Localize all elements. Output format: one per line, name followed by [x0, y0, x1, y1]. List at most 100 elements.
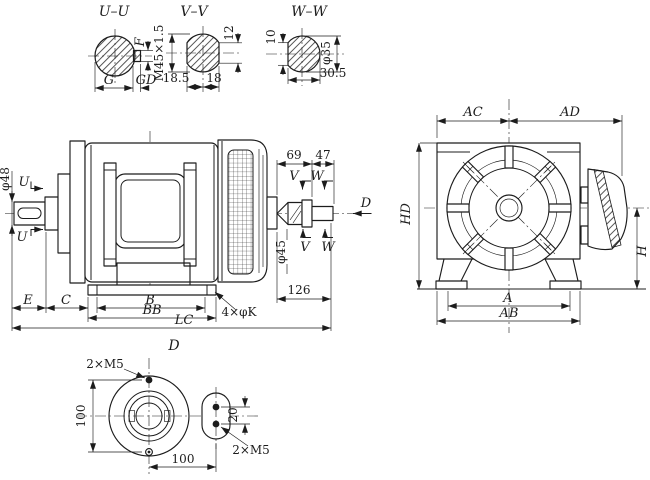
- label-w-upper: W: [310, 169, 325, 184]
- label-g: G: [104, 73, 114, 88]
- rear-shaft: [266, 196, 334, 230]
- cutting-plane-u: U U: [17, 175, 43, 245]
- dim-h: H: [634, 208, 650, 289]
- label-hd: HD: [399, 203, 414, 226]
- balance-marks: [466, 165, 552, 251]
- dim-18-5-and-18: 18.5 18: [163, 66, 222, 92]
- label-w-lower: W: [321, 240, 336, 255]
- dim-ac-ad: AC AD: [436, 105, 623, 176]
- m5-hole-pad-bottom: [212, 420, 220, 428]
- label-u-lower: U: [17, 230, 29, 245]
- dim-dia35: φ35: [306, 35, 341, 73]
- shaft-section-ww: [287, 35, 321, 73]
- label-gd: GD: [136, 73, 157, 88]
- label-69: 69: [286, 148, 301, 162]
- key-section-uu: [132, 49, 142, 63]
- dim-20: 20: [221, 396, 250, 435]
- front-endshield: [69, 140, 86, 284]
- label-ad: AD: [559, 105, 580, 120]
- section-view-ww: W–W 10 φ35 30.5: [264, 4, 346, 86]
- bottom-view-title: D: [167, 338, 179, 354]
- label-lc: LC: [174, 313, 194, 328]
- frame-rib-right: [183, 162, 197, 267]
- label-100-h: 100: [172, 452, 195, 466]
- label-u-upper: U: [19, 175, 31, 190]
- label-12: 12: [222, 25, 236, 40]
- shaft-section-vv: [186, 33, 220, 73]
- bottom-view-d: D 2×M5 100 20: [74, 338, 270, 474]
- label-v-upper: V: [289, 169, 300, 184]
- m5-hole-pad-top: [212, 403, 220, 411]
- mounting-base: [87, 284, 217, 296]
- front-shaft: [13, 201, 46, 226]
- section-view-uu: U–U F G GD: [88, 4, 157, 92]
- dim-100-horizontal: 100: [149, 443, 217, 472]
- bearing-hub: [57, 173, 71, 254]
- label-b: B: [144, 293, 155, 308]
- section-vv-title: V–V: [180, 4, 209, 20]
- label-m5-side: 2×M5: [232, 443, 270, 457]
- callout-m5-side: 2×M5: [220, 426, 270, 457]
- label-30-5: 30.5: [320, 66, 347, 80]
- shaft-shoulder: [44, 196, 59, 231]
- dim-a-ab: A AB: [436, 291, 581, 325]
- frame-window-inner: [120, 179, 181, 243]
- cutting-plane-v: V V: [289, 169, 311, 255]
- dim-dia48: φ48: [0, 167, 15, 331]
- motor-end-view: AC AD HD H A AB: [399, 99, 650, 333]
- dim-69-47: 69 47: [276, 148, 335, 204]
- label-v-lower: V: [300, 240, 311, 255]
- dim-126: 126: [276, 223, 332, 331]
- label-bb: BB: [141, 303, 161, 318]
- label-h: H: [635, 245, 650, 258]
- bottom-dimensions: E C B BB LC: [12, 232, 331, 331]
- label-dia48: φ48: [0, 167, 12, 191]
- dim-30-5: 30.5: [287, 58, 347, 84]
- dim-g-gd: G GD: [94, 62, 157, 92]
- fan-grille: [227, 149, 254, 275]
- label-thread: M45×1.5: [152, 25, 166, 82]
- label-a: A: [502, 291, 512, 306]
- label-10: 10: [264, 29, 278, 44]
- cutting-plane-w: W W: [310, 169, 336, 255]
- label-20: 20: [226, 407, 240, 422]
- dim-thread: M45×1.5: [152, 25, 190, 82]
- dim-100-vertical: 100: [74, 379, 142, 453]
- label-e: E: [22, 293, 33, 308]
- terminal-box: [587, 168, 628, 251]
- frame-rib-left: [103, 162, 117, 267]
- dim-12: 12: [219, 25, 242, 73]
- shaft-bore: [135, 402, 163, 430]
- end-feet: [417, 258, 646, 290]
- shaft-section-uu: [94, 35, 136, 77]
- view-direction-d: D: [353, 196, 372, 217]
- label-dia45: φ45: [274, 240, 288, 264]
- motor-side-view: 69 47 V V W W U U φ45 D: [0, 131, 372, 331]
- label-c: C: [61, 293, 71, 308]
- foot-support: [116, 262, 191, 286]
- dim-dia45: φ45: [274, 229, 288, 274]
- label-m5-top: 2×M5: [86, 357, 124, 371]
- frame-window-outer: [114, 173, 187, 249]
- label-47: 47: [315, 148, 330, 162]
- label-dir-d: D: [360, 196, 372, 211]
- label-126: 126: [288, 283, 311, 297]
- label-18-5: 18.5: [163, 71, 190, 85]
- dim-f: F: [133, 37, 153, 71]
- label-dia35: φ35: [319, 41, 333, 65]
- callout-m5-top: 2×M5: [86, 357, 146, 379]
- label-ac: AC: [462, 105, 482, 120]
- label-4xk: 4×φK: [221, 305, 257, 319]
- callout-mounting-holes: 4×φK: [214, 291, 258, 319]
- dim-hd: HD: [399, 142, 437, 289]
- section-view-vv: V–V M45×1.5 12 18.5 18: [152, 4, 242, 92]
- section-ww-title: W–W: [291, 4, 328, 20]
- m5-hole-top: [145, 376, 153, 384]
- label-100-v: 100: [74, 405, 88, 428]
- section-uu-title: U–U: [99, 4, 131, 20]
- label-18: 18: [206, 71, 221, 85]
- dim-10: 10: [264, 29, 288, 75]
- label-ab: AB: [499, 306, 519, 321]
